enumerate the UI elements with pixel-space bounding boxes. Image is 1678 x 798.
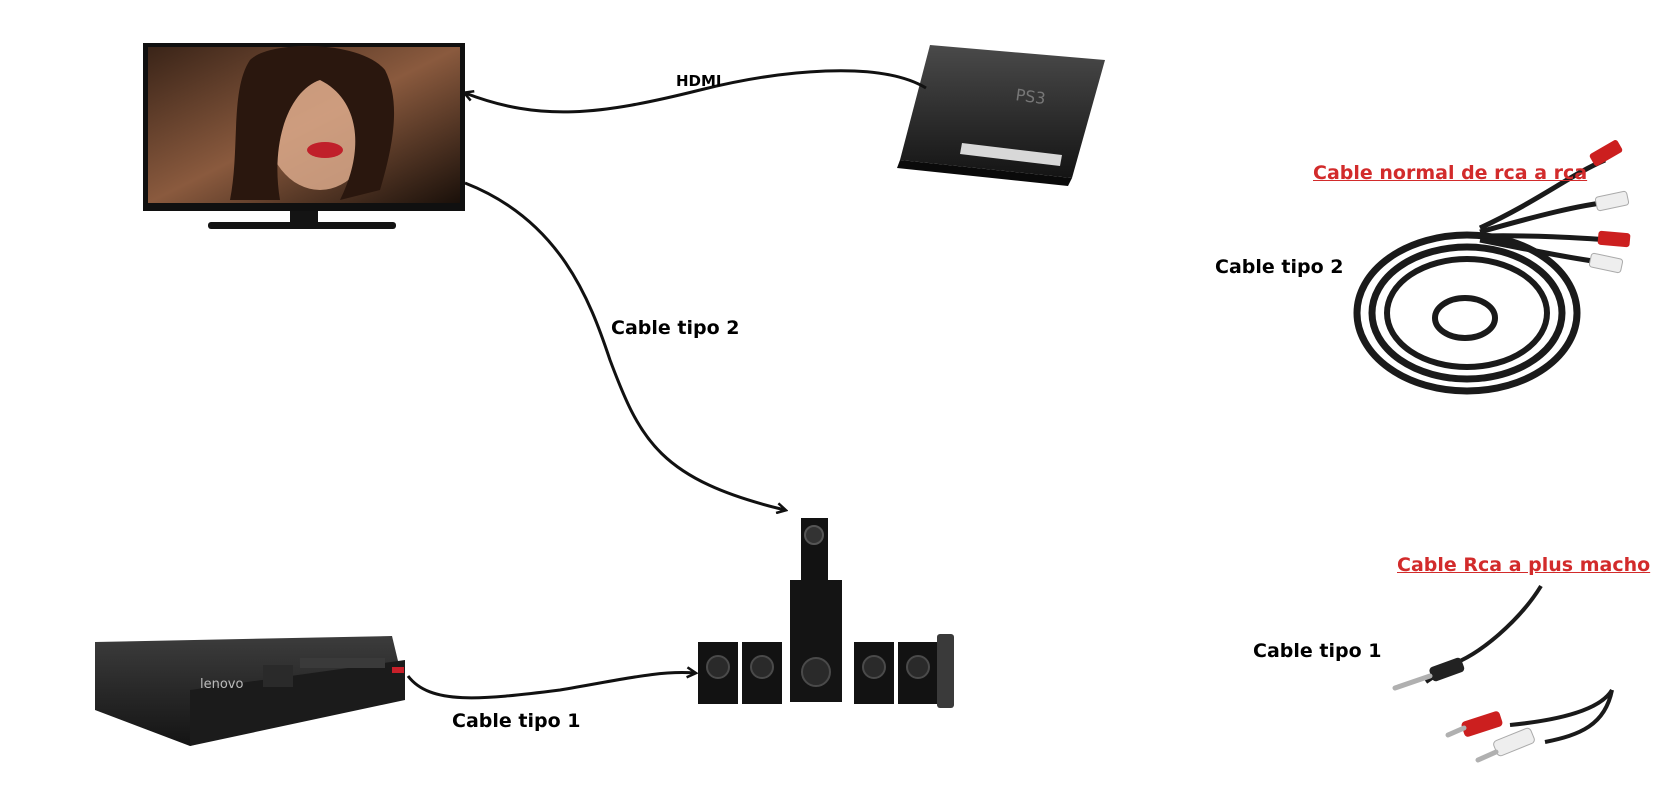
rca-to-plug-cable-image: [1392, 584, 1614, 763]
rca-cable-title: Cable normal de rca a rca: [1313, 162, 1588, 184]
ps3-console: PS3: [897, 45, 1105, 186]
rca-cable-type-label: Cable tipo 2: [1215, 256, 1344, 278]
remote-control: [937, 634, 954, 708]
ps3-logo: PS3: [1014, 85, 1046, 108]
pc-brand-logo: lenovo: [200, 677, 243, 692]
tv-to-speakers-cable-arrow: [464, 181, 785, 510]
pc-to-speakers-cable-label: Cable tipo 1: [452, 710, 581, 732]
plug-cable-title: Cable Rca a plus macho: [1397, 554, 1651, 576]
tv-to-speakers-cable-label: Cable tipo 2: [611, 317, 740, 339]
hdmi-cable-arrow: [465, 69, 927, 114]
pc-to-speakers-cable-arrow: [406, 672, 695, 700]
home-theater-speakers: [698, 518, 954, 708]
rca-to-rca-cable-image: [1353, 140, 1631, 395]
tv-monitor: [143, 43, 465, 229]
lenovo-desktop-pc: lenovo: [95, 636, 405, 746]
hdmi-label: HDMI: [676, 72, 722, 90]
plug-cable-type-label: Cable tipo 1: [1253, 640, 1382, 662]
